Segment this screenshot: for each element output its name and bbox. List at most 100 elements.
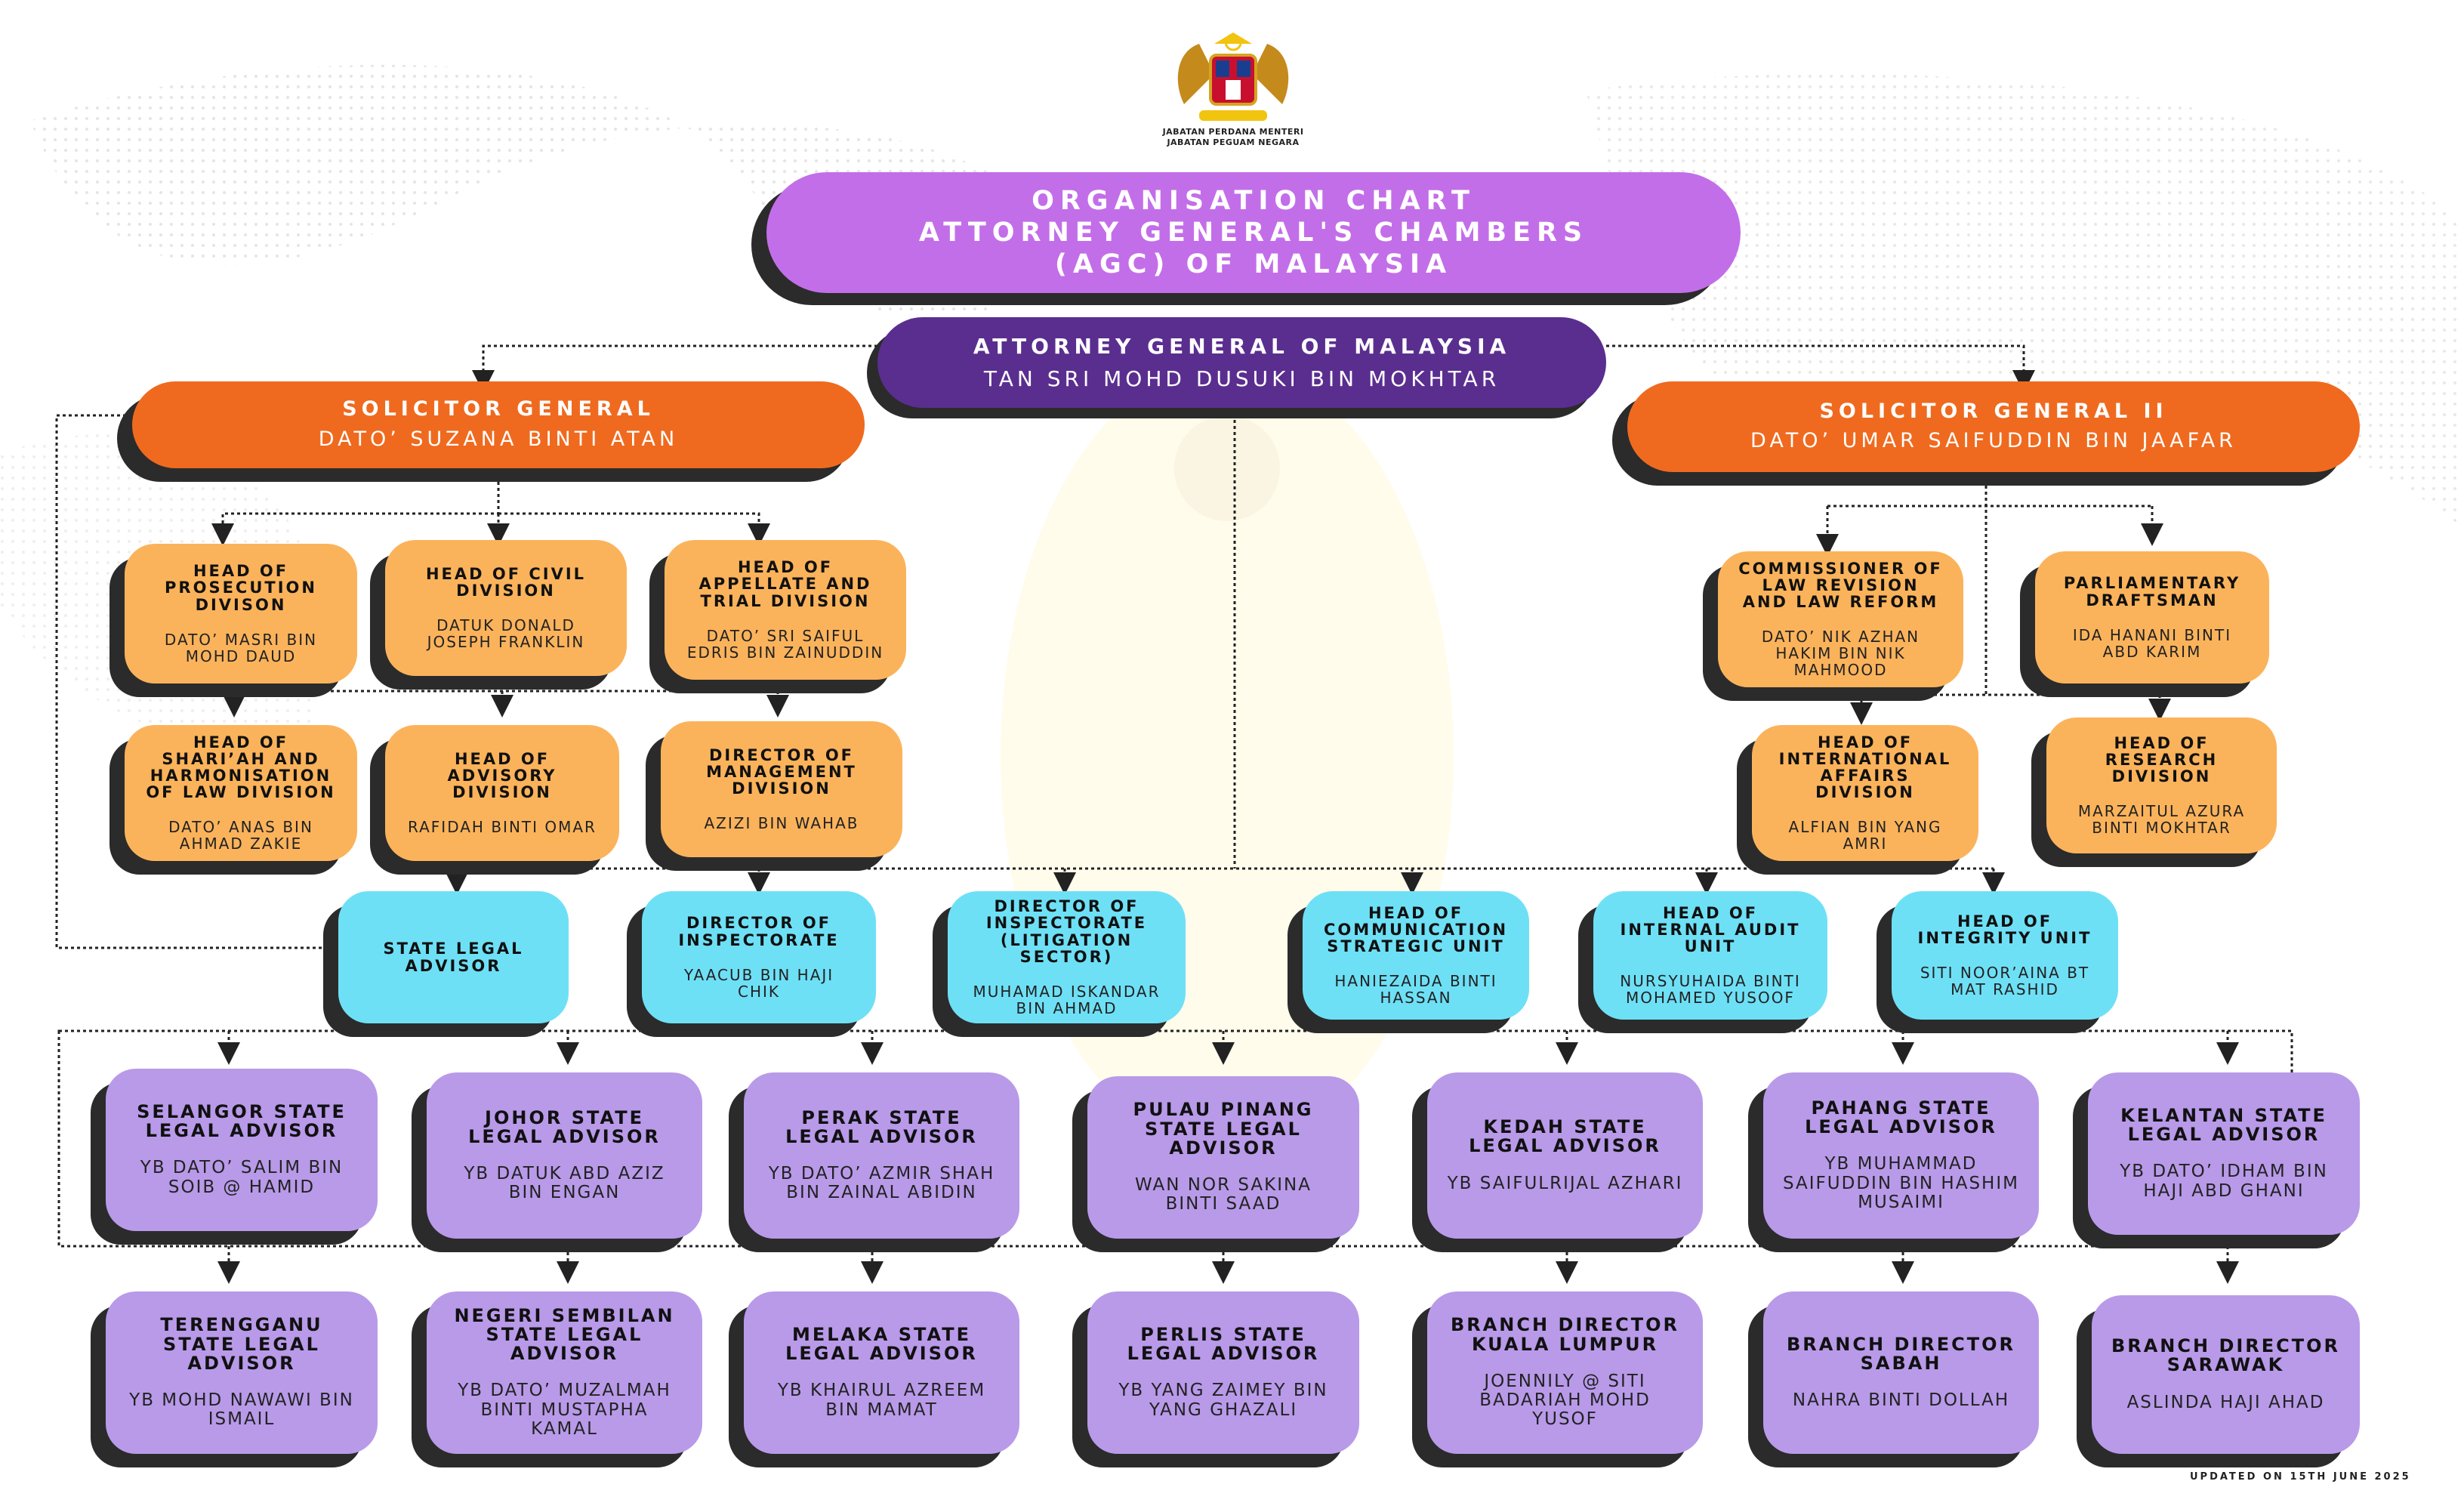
caption-jpn: JABATAN PEGUAM NEGARA <box>1167 137 1300 147</box>
box-title: STATE LEGAL ADVISOR <box>383 940 524 975</box>
director-inspectorate-litigation-box: DIRECTOR OF INSPECTORATE (LITIGATION SEC… <box>948 891 1186 1023</box>
box-name: DATUK DONALD JOSEPH FRANKLIN <box>427 616 585 652</box>
box-name: AZIZI BIN WAHAB <box>704 814 859 833</box>
title-line-1: ORGANISATION CHART <box>1032 186 1476 216</box>
state-box: KEDAH STATE LEGAL ADVISOR YB SAIFULRIJAL… <box>1427 1072 1703 1239</box>
chart-title: ORGANISATION CHART ATTORNEY GENERAL'S CH… <box>766 172 1741 293</box>
attorney-general-box: ATTORNEY GENERAL OF MALAYSIA TAN SRI MOH… <box>877 317 1606 408</box>
box-name: ASLINDA HAJI AHAD <box>2126 1392 2325 1412</box>
state-box: JOHOR STATE LEGAL ADVISOR YB DATUK ABD A… <box>427 1072 702 1239</box>
box-title: TERENGGANU STATE LEGAL ADVISOR <box>160 1314 323 1374</box>
box-title: KELANTAN STATE LEGAL ADVISOR <box>2120 1105 2327 1146</box>
box-name: MUHAMAD ISKANDAR BIN AHMAD <box>973 982 1161 1017</box>
state-box: PERAK STATE LEGAL ADVISOR YB DATO’ AZMIR… <box>744 1072 1019 1239</box>
box-title: HEAD OF INTERNATIONAL AFFAIRS DIVISION <box>1778 733 1952 802</box>
box-name: DATO’ ANAS BIN AHMAD ZAKIE <box>168 818 313 853</box>
box-name: JOENNILY @ SITI BADARIAH MOHD YUSOF <box>1479 1371 1651 1430</box>
director-inspectorate-box: DIRECTOR OF INSPECTORATE YAACUB BIN HAJI… <box>642 891 876 1023</box>
caption-jpm: JABATAN PERDANA MENTERI <box>1162 127 1304 137</box>
box-name: YB DATO’ AZMIR SHAH BIN ZAINAL ABIDIN <box>768 1163 995 1203</box>
director-management-box: DIRECTOR OF MANAGEMENT DIVISION AZIZI BI… <box>661 721 902 857</box>
solicitor-general-ii-box: SOLICITOR GENERAL II DATO’ UMAR SAIFUDDI… <box>1627 381 2360 472</box>
box-title: JOHOR STATE LEGAL ADVISOR <box>468 1106 661 1147</box>
box-name: DATO’ SRI SAIFUL EDRIS BIN ZAINUDDIN <box>686 626 884 662</box>
state-box: BRANCH DIRECTOR SABAH NAHRA BINTI DOLLAH <box>1763 1291 2039 1454</box>
box-title: NEGERI SEMBILAN STATE LEGAL ADVISOR <box>454 1304 675 1365</box>
box-name: NURSYUHAIDA BINTI MOHAMED YUSOOF <box>1620 972 1801 1008</box>
head-appellate-box: HEAD OF APPELLATE AND TRIAL DIVISION DAT… <box>665 540 906 680</box>
box-name: NAHRA BINTI DOLLAH <box>1792 1390 2010 1411</box>
solicitor-general-box: SOLICITOR GENERAL DATO’ SUZANA BINTI ATA… <box>132 381 865 468</box>
ag-name: TAN SRI MOHD DUSUKI BIN MOKHTAR <box>983 366 1500 391</box>
box-title: PARLIAMENTARY DRAFTSMAN <box>2063 574 2241 609</box>
coat-of-arms-logo <box>1177 32 1289 121</box>
box-title: HEAD OF ADVISORY DIVISION <box>447 749 557 802</box>
box-title: HEAD OF RESEARCH DIVISION <box>2105 733 2219 786</box>
head-shariah-box: HEAD OF SHARI’AH AND HARMONISATION OF LA… <box>125 725 357 861</box>
box-name: YB DATO’ IDHAM BIN HAJI ABD GHANI <box>2120 1162 2328 1201</box>
box-name: YB MUHAMMAD SAIFUDDIN BIN HASHIM MUSAIMI <box>1783 1154 2019 1212</box>
head-prosecution-box: HEAD OF PROSECUTION DIVISON DATO’ MASRI … <box>125 544 357 684</box>
box-name: YB MOHD NAWAWI BIN ISMAIL <box>129 1390 354 1430</box>
box-title: BRANCH DIRECTOR SABAH <box>1786 1333 2016 1374</box>
box-title: DIRECTOR OF INSPECTORATE (LITIGATION SEC… <box>985 897 1148 966</box>
box-title: PERAK STATE LEGAL ADVISOR <box>785 1106 978 1147</box>
parliamentary-draftsman-box: PARLIAMENTARY DRAFTSMAN IDA HANANI BINTI… <box>2035 551 2269 684</box>
ag-title: ATTORNEY GENERAL OF MALAYSIA <box>973 334 1511 359</box>
box-title: HEAD OF CIVIL DIVISION <box>425 564 587 600</box>
box-title: BRANCH DIRECTOR SARAWAK <box>2111 1335 2341 1376</box>
head-advisory-box: HEAD OF ADVISORY DIVISION RAFIDAH BINTI … <box>385 725 619 861</box>
box-title: HEAD OF COMMUNICATION STRATEGIC UNIT <box>1323 903 1509 956</box>
head-international-affairs-box: HEAD OF INTERNATIONAL AFFAIRS DIVISION A… <box>1752 725 1978 861</box>
box-title: PAHANG STATE LEGAL ADVISOR <box>1805 1097 1997 1138</box>
box-name: YB DATO’ SALIM BIN SOIB @ HAMID <box>140 1158 344 1197</box>
box-name: YB YANG ZAIMEY BIN YANG GHAZALI <box>1118 1381 1328 1420</box>
box-name: SITI NOOR’AINA BT MAT RASHID <box>1920 964 2090 999</box>
state-box: KELANTAN STATE LEGAL ADVISOR YB DATO’ ID… <box>2088 1072 2360 1235</box>
title-line-3: (AGC) OF MALAYSIA <box>1054 249 1453 279</box>
sg1-name: DATO’ SUZANA BINTI ATAN <box>318 427 679 451</box>
sg2-title: SOLICITOR GENERAL II <box>1819 399 2168 423</box>
sg2-name: DATO’ UMAR SAIFUDDIN BIN JAAFAR <box>1750 429 2237 453</box>
box-title: SELANGOR STATE LEGAL ADVISOR <box>137 1101 347 1142</box>
box-title: HEAD OF SHARI’AH AND HARMONISATION OF LA… <box>146 733 336 802</box>
box-name: WAN NOR SAKINA BINTI SAAD <box>1135 1174 1312 1214</box>
box-title: DIRECTOR OF INSPECTORATE <box>678 914 840 949</box>
state-legal-advisor-box: STATE LEGAL ADVISOR <box>338 891 569 1023</box>
head-integrity-box: HEAD OF INTEGRITY UNIT SITI NOOR’AINA BT… <box>1892 891 2118 1020</box>
box-title: KEDAH STATE LEGAL ADVISOR <box>1469 1116 1661 1157</box>
box-name: IDA HANANI BINTI ABD KARIM <box>2072 625 2232 661</box>
state-box: PERLIS STATE LEGAL ADVISOR YB YANG ZAIME… <box>1087 1291 1359 1454</box>
box-title: HEAD OF INTERNAL AUDIT UNIT <box>1620 903 1801 956</box>
box-name: YB DATO’ MUZALMAH BINTI MUSTAPHA KAMAL <box>458 1381 671 1439</box>
state-box: MELAKA STATE LEGAL ADVISOR YB KHAIRUL AZ… <box>744 1291 1019 1454</box>
box-name: HANIEZAIDA BINTI HASSAN <box>1334 972 1497 1008</box>
commissioner-law-revision-box: COMMISSIONER OF LAW REVISION AND LAW REF… <box>1718 551 1963 687</box>
head-research-box: HEAD OF RESEARCH DIVISION MARZAITUL AZUR… <box>2046 717 2277 853</box>
sg1-title: SOLICITOR GENERAL <box>342 397 655 421</box>
box-title: HEAD OF PROSECUTION DIVISON <box>165 562 317 614</box>
box-name: YB SAIFULRIJAL AZHARI <box>1447 1173 1683 1193</box>
updated-date: UPDATED ON 15TH JUNE 2025 <box>2190 1471 2411 1483</box>
title-line-2: ATTORNEY GENERAL'S CHAMBERS <box>918 218 1589 248</box>
box-name: MARZAITUL AZURA BINTI MOKHTAR <box>2077 802 2246 838</box>
box-title: HEAD OF APPELLATE AND TRIAL DIVISION <box>698 558 872 610</box>
box-title: PERLIS STATE LEGAL ADVISOR <box>1127 1324 1320 1365</box>
box-name: DATO’ MASRI BIN MOHD DAUD <box>164 630 318 665</box>
box-title: DIRECTOR OF MANAGEMENT DIVISION <box>706 745 857 798</box>
state-box: PAHANG STATE LEGAL ADVISOR YB MUHAMMAD S… <box>1763 1072 2039 1239</box>
head-communication-box: HEAD OF COMMUNICATION STRATEGIC UNIT HAN… <box>1303 891 1529 1020</box>
head-civil-box: HEAD OF CIVIL DIVISION DATUK DONALD JOSE… <box>385 540 627 676</box>
box-title: BRANCH DIRECTOR KUALA LUMPUR <box>1450 1314 1680 1355</box>
box-name: YB DATUK ABD AZIZ BIN ENGAN <box>464 1163 665 1203</box>
box-title: COMMISSIONER OF LAW REVISION AND LAW REF… <box>1738 559 1943 612</box>
head-internal-audit-box: HEAD OF INTERNAL AUDIT UNIT NURSYUHAIDA … <box>1593 891 1827 1020</box>
state-box: NEGERI SEMBILAN STATE LEGAL ADVISOR YB D… <box>427 1291 702 1454</box>
box-name: YAACUB BIN HAJI CHIK <box>683 965 834 1001</box>
box-name: YB KHAIRUL AZREEM BIN MAMAT <box>777 1381 986 1420</box>
box-title: HEAD OF INTEGRITY UNIT <box>1917 912 2092 947</box>
state-box: PULAU PINANG STATE LEGAL ADVISOR WAN NOR… <box>1087 1076 1359 1239</box>
state-box: BRANCH DIRECTOR KUALA LUMPUR JOENNILY @ … <box>1427 1291 1703 1454</box>
box-title: MELAKA STATE LEGAL ADVISOR <box>785 1324 978 1365</box>
box-name: RAFIDAH BINTI OMAR <box>408 818 597 837</box>
